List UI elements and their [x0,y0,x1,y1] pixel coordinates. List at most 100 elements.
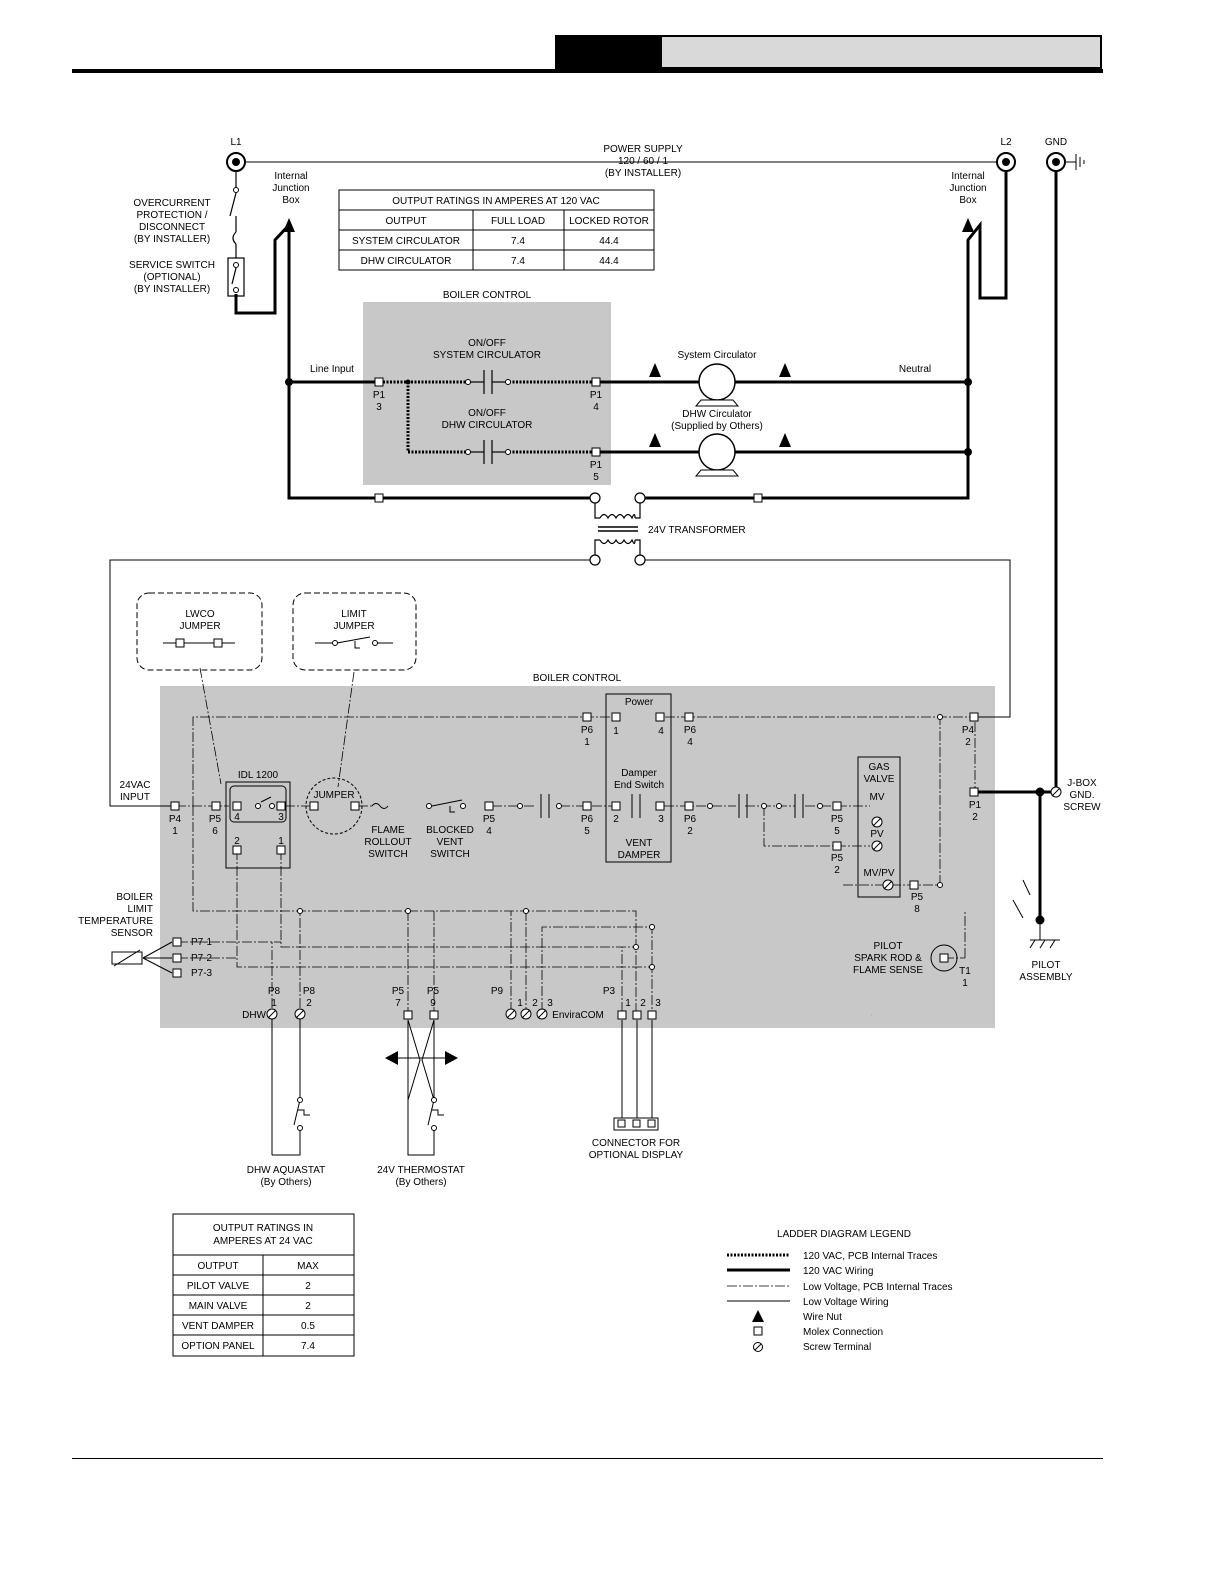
ratings-120-header: OUTPUT [385,216,426,227]
p5-8-label: P5 [911,892,924,903]
p3-pin: 3 [655,998,661,1009]
ratings-120-table [338,189,655,271]
junction-left-label: Internal [274,171,307,182]
legend-item: Screw Terminal [803,1342,871,1353]
low-voltage-nodes [255,714,1045,1131]
terminal-gnd [1046,152,1066,172]
p3-label: P3 [603,986,616,997]
t1-label: 1 [962,978,968,989]
pilot-assembly-label: ASSEMBLY [1019,972,1072,983]
mvpv-label: MV/PV [863,868,894,879]
idl-pin: 4 [234,812,240,823]
ratings-120-header: FULL LOAD [491,216,545,227]
power-damper-module [605,693,672,863]
pilot-assembly-label: PILOT [1032,960,1061,971]
molex-connectors-top [374,377,763,503]
gas-valve-module [857,756,901,898]
enviracom-label: EnviraCOM [552,1010,604,1021]
thermostat-label: (By Others) [395,1177,446,1188]
connector-display-label: OPTIONAL DISPLAY [589,1150,684,1161]
jumper-circle [305,777,363,835]
lwco-jumper-label: LWCO [185,609,214,620]
limit-jumper-label: LIMIT [341,609,367,620]
pcb-traces-120vac [383,380,592,454]
blocked-vent-label: VENT [437,837,464,848]
p4-1-label: P4 [169,814,182,825]
power-label: Power [625,697,654,708]
power-pin: 4 [658,726,664,737]
overcurrent-label: OVERCURRENT [133,198,210,209]
p9-pin: 1 [517,998,523,1009]
neutral-label: Neutral [899,364,931,375]
ratings-120-title: OUTPUT RATINGS IN AMPERES AT 120 VAC [392,196,599,207]
terminal-l2 [996,152,1016,172]
dhw-aquastat-label: DHW AQUASTAT [247,1165,326,1176]
display-connector [613,1117,659,1131]
gas-valve-label: GAS [868,762,889,773]
connector-display-label: CONNECTOR FOR [592,1138,680,1149]
ratings-24-header: MAX [297,1261,319,1272]
dhw-label: DHW [242,1010,266,1021]
p6-4-label: 4 [687,737,693,748]
junction-right-label: Internal [951,171,984,182]
p6-5-label: 5 [584,826,590,837]
molex-connectors-bottom [170,712,979,1020]
diagram-labels: L1 L2 GND POWER SUPPLY 120 / 60 / 1 (BY … [78,137,1101,1353]
p4-2-label: 2 [965,737,971,748]
p1-3-label: P1 [373,390,386,401]
p5-2-label: P5 [831,853,844,864]
p5-6-label: P5 [209,814,222,825]
ratings-24-cell: OPTION PANEL [181,1341,255,1352]
p6-5-label: P6 [581,814,594,825]
limit-sensor-label: SENSOR [111,928,153,939]
p5-6-label: 6 [212,826,218,837]
onoff-system-label: ON/OFF [468,338,506,349]
vent-damper-label: DAMPER [618,850,661,861]
p5-2-label: 2 [834,865,840,876]
terminal-l1 [226,152,246,172]
aquastat-switch [293,1099,310,1126]
input-24vac-label: 24VAC [120,780,151,791]
damper-end-switch-label: Damper [621,768,657,779]
terminal-l1-label: L1 [230,137,242,148]
ratings-120-cell: 44.4 [599,236,619,247]
limit-sensor-label: TEMPERATURE [78,916,153,927]
service-switch-label: SERVICE SWITCH [129,260,215,271]
switch-contact [233,187,239,193]
ratings-120-cell: DHW CIRCULATOR [361,256,452,267]
wire-nut-icon [649,433,661,447]
ratings-24-cell: PILOT VALVE [187,1281,250,1292]
overcurrent-label: DISCONNECT [139,222,205,233]
lwco-jumper-label: JUMPER [179,621,220,632]
disconnect-switch [227,172,245,297]
input-24vac-label: INPUT [120,792,150,803]
footer-rule [72,1458,1103,1459]
p1-2-label: 2 [972,812,978,823]
wire-nut-icon [962,218,974,232]
wire-nut-icon [283,218,295,232]
p4-2-label: P4 [962,725,975,736]
ratings-120-cell: 7.4 [511,256,525,267]
ratings-24-cell: 2 [305,1301,311,1312]
legend-item: Low Voltage, PCB Internal Traces [803,1282,953,1293]
onoff-dhw-label: DHW CIRCULATOR [442,420,533,431]
idl-pin: 1 [278,836,284,847]
p6-1-label: 1 [584,737,590,748]
limit-sensor-icon [111,949,143,967]
idl-pin: 3 [278,812,284,823]
overcurrent-label: PROTECTION / [136,210,207,221]
transformer-label: 24V TRANSFORMER [648,525,746,536]
damper-end-switch-label: End Switch [614,780,664,791]
legend-item: Low Voltage Wiring [803,1297,889,1308]
junction-right-label: Box [959,195,976,206]
limit-jumper-label: JUMPER [333,621,374,632]
legend-title: LADDER DIAGRAM LEGEND [777,1229,911,1240]
thermostat-switch [427,1099,444,1126]
thermostat-arrows [385,1019,458,1101]
system-circulator-label: System Circulator [678,350,758,361]
p6-1-label: P6 [581,725,594,736]
pilot-spark-label: PILOT [874,941,903,952]
p5-5-label: P5 [831,814,844,825]
legend-item: Wire Nut [803,1312,842,1323]
